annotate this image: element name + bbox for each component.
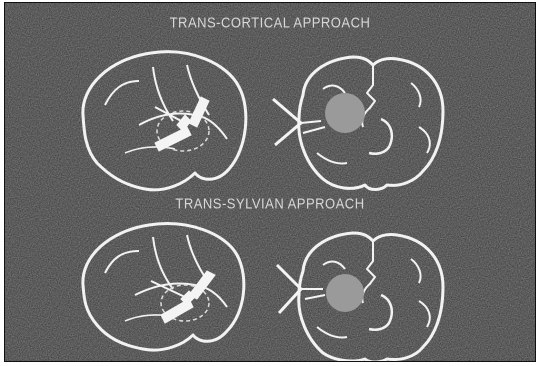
- tumor-mass-top: [325, 93, 365, 133]
- panel-title-trans-cortical: TRANS-CORTICAL APPROACH: [5, 14, 535, 31]
- tumor-mass-bottom: [326, 274, 364, 312]
- figure-frame: TRANS-CORTICAL APPROACH TRANS-SYLVIAN AP…: [4, 2, 536, 362]
- grainy-background: [5, 3, 535, 361]
- panel-title-trans-sylvian: TRANS-SYLVIAN APPROACH: [5, 195, 535, 212]
- diagram-canvas: [5, 3, 535, 361]
